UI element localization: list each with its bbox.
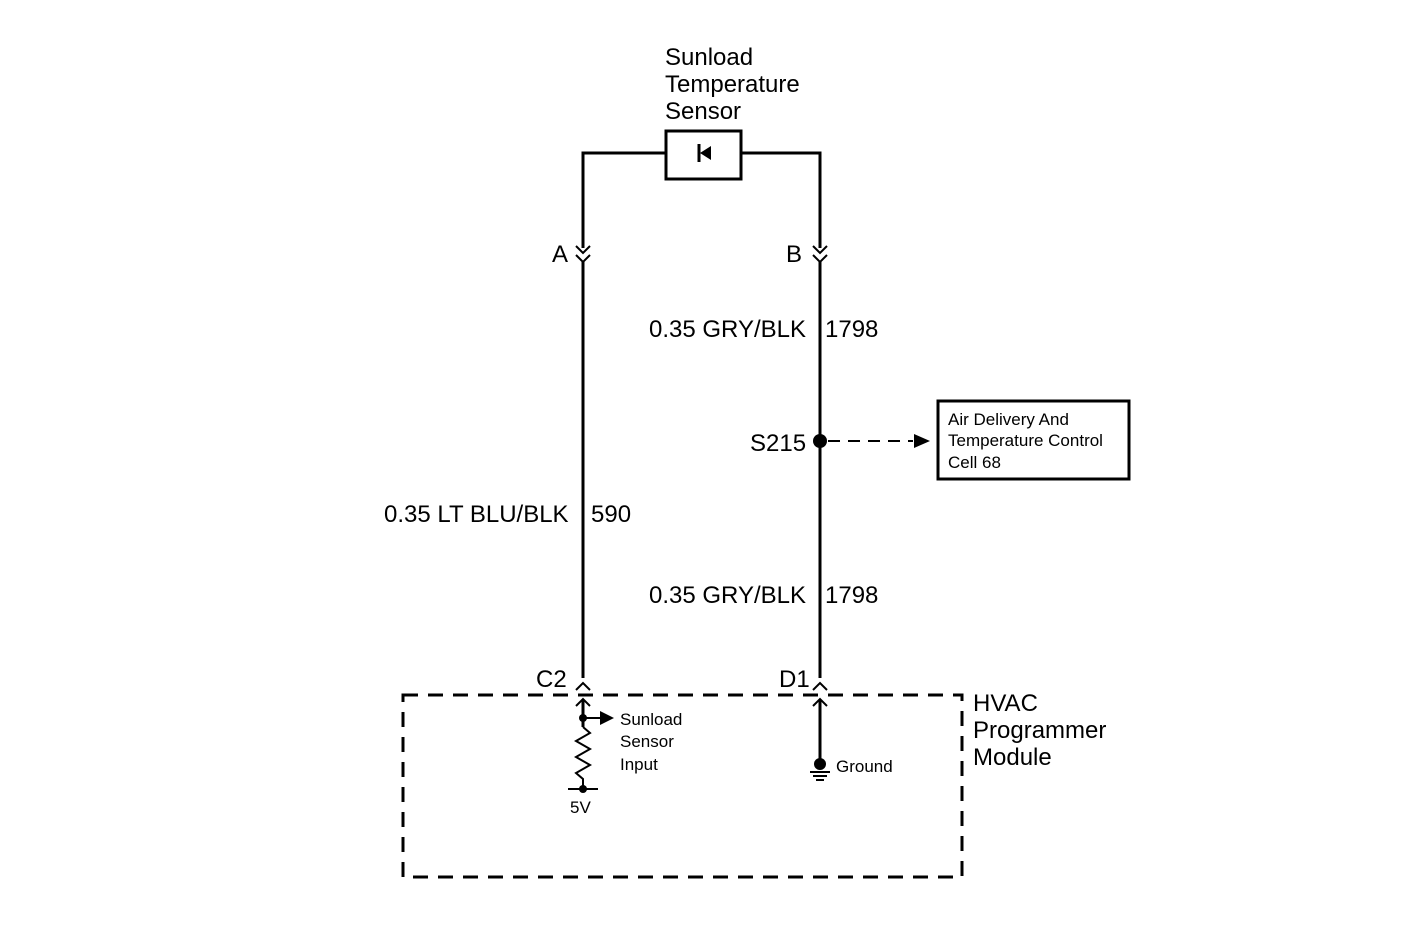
connector-c2-icon: [575, 681, 591, 707]
connector-d1-icon: [812, 681, 828, 707]
connector-b-icon: [812, 245, 828, 264]
reference-line1: Air Delivery And: [948, 410, 1069, 429]
connector-a-icon: [575, 245, 591, 264]
module-name-line1: HVAC: [973, 690, 1038, 717]
wire-590-circuit-label: 590: [591, 501, 631, 528]
ground-label: Ground: [836, 757, 893, 776]
sensor-body: [664, 129, 743, 181]
input-label-line1: Sunload: [620, 710, 682, 729]
module-name-line2: Programmer: [973, 717, 1106, 744]
wire-sensor-left: [581, 151, 666, 248]
module-name-line3: Module: [973, 744, 1052, 771]
sensor-name-line2: Temperature: [665, 71, 800, 98]
sensor-name-line1: Sunload: [665, 44, 753, 71]
connector-a-label: A: [552, 241, 568, 268]
splice-s215-label: S215: [750, 430, 806, 457]
wire-1798-lower-color-label: 0.35 GRY/BLK: [649, 582, 806, 609]
supply-5v-label: 5V: [570, 798, 591, 817]
resistor-icon: [573, 726, 593, 789]
input-arrow-icon: [600, 711, 614, 725]
arrow-right-icon: [914, 434, 930, 448]
wire-1798-upper-circuit-label: 1798: [825, 316, 878, 343]
connector-c2-label: C2: [536, 666, 567, 693]
input-label-line2: Sensor: [620, 732, 674, 751]
input-label-line3: Input: [620, 755, 658, 774]
splice-s215-dot: [813, 434, 827, 448]
diode-triangle-icon: [700, 146, 711, 160]
sunload-sensor: [664, 129, 743, 181]
wire-590-color-label: 0.35 LT BLU/BLK: [384, 501, 569, 528]
reference-line3: Cell 68: [948, 453, 1001, 472]
wire-sensor-right: [741, 151, 822, 248]
sensor-name-line3: Sensor: [665, 98, 741, 125]
wire-1798-upper-color-label: 0.35 GRY/BLK: [649, 316, 806, 343]
wire-1798-lower-circuit-label: 1798: [825, 582, 878, 609]
hvac-module-boundary: [401, 693, 964, 879]
reference-line2: Temperature Control: [948, 431, 1103, 450]
reference-box: [936, 399, 1131, 481]
connector-b-label: B: [786, 241, 802, 268]
ground-icon: [810, 758, 830, 781]
connector-d1-label: D1: [779, 666, 810, 693]
